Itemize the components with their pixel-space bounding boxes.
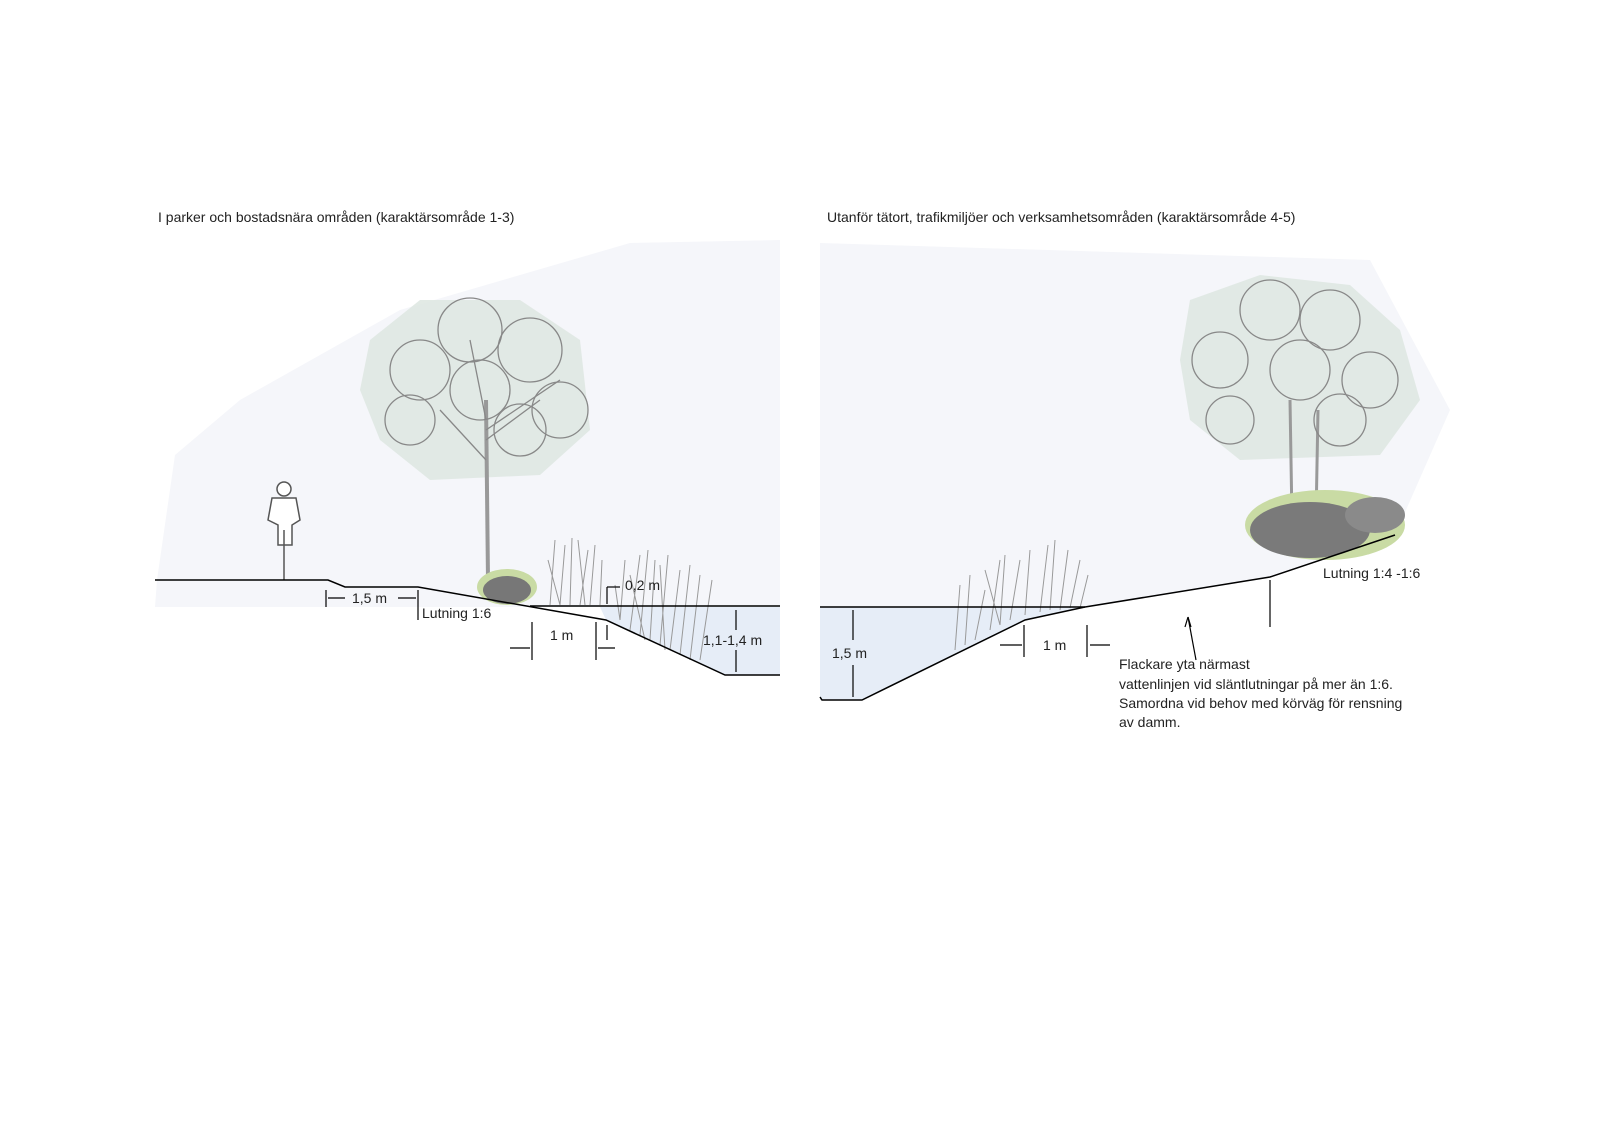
note-line-1: Flackare yta närmast bbox=[1119, 656, 1250, 672]
cyclist-figure bbox=[267, 481, 301, 580]
right-dim-shelf-width: 1 m bbox=[1043, 637, 1066, 653]
right-ground-line bbox=[819, 534, 1396, 701]
right-shrubs bbox=[1245, 490, 1405, 560]
right-reeds bbox=[954, 539, 1089, 651]
right-dimension-lines bbox=[852, 580, 1271, 697]
left-dim-shelf-width: 1 m bbox=[550, 627, 573, 643]
left-section: I parker och bostadsnära områden (karakt… bbox=[155, 209, 780, 676]
note-line-4: av damm. bbox=[1119, 714, 1180, 730]
right-dim-water-depth: 1,5 m bbox=[832, 645, 867, 661]
right-title: Utanför tätort, trafikmiljöer och verksa… bbox=[827, 209, 1295, 225]
left-tree bbox=[360, 297, 590, 581]
left-dim-water-depth: 1,1-1,4 m bbox=[703, 632, 762, 648]
dim-path-width: 1,5 m bbox=[352, 590, 387, 606]
left-water bbox=[600, 607, 780, 675]
left-reeds bbox=[547, 537, 713, 661]
left-shrub bbox=[477, 569, 537, 605]
right-trees bbox=[1180, 275, 1420, 521]
left-dimension-lines bbox=[325, 586, 737, 672]
right-section: Utanför tätort, trafikmiljöer och verksa… bbox=[819, 209, 1450, 730]
left-title: I parker och bostadsnära områden (karakt… bbox=[158, 209, 514, 225]
right-water bbox=[820, 607, 1085, 700]
right-slope-label: Lutning 1:4 -1:6 bbox=[1323, 565, 1421, 581]
note-line-3: Samordna vid behov med körväg för rensni… bbox=[1119, 695, 1402, 711]
left-dim-shelf-depth: 0,2 m bbox=[625, 577, 660, 593]
note-line-2: vattenlinjen vid släntlutningar på mer ä… bbox=[1119, 676, 1393, 692]
left-ground-line bbox=[155, 579, 780, 676]
left-slope-label: Lutning 1:6 bbox=[422, 605, 491, 621]
